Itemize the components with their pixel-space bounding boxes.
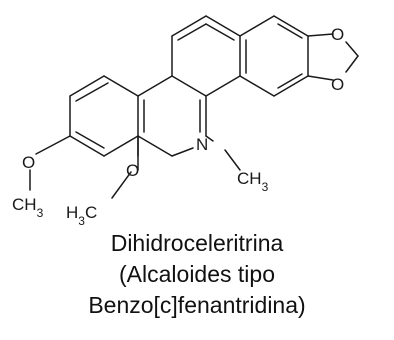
atom-n: N [196,135,208,154]
ring-right [239,15,309,97]
atom-h3c-center: H3C [66,203,97,228]
atom-o-ring-top: O [331,25,344,44]
chemical-structure-diagram: O O N CH3 O CH3 O H3C [12,15,359,228]
methylenedioxy-ring [307,33,359,81]
caption-line-1: Dihidroceleritrina [110,230,284,256]
atom-o-ring-bottom: O [331,75,344,94]
caption-line-2: (Alcaloides tipo [119,261,275,287]
ring-left [69,75,139,157]
atom-o-center: O [126,161,139,180]
compound-caption: Dihidroceleritrina (Alcaloides tipo Benz… [0,228,394,321]
atom-o-left: O [22,153,35,172]
caption-line-3: Benzo[c]fenantridina) [88,292,306,318]
ring-top-middle [171,15,241,97]
atom-ch3-left: CH3 [12,195,44,220]
ring-nitrogen [137,75,214,171]
substituent-bonds [29,135,241,199]
atom-ch3-n: CH3 [237,169,269,194]
